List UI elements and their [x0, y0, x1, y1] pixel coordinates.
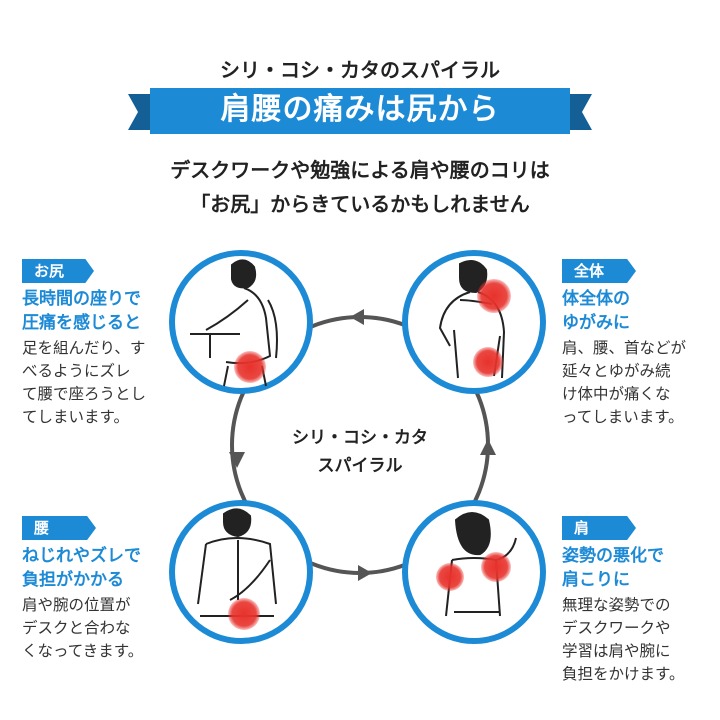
- pain-spot-waist: [228, 598, 260, 630]
- tag-zentai: 全体: [562, 259, 636, 283]
- title-banner: [128, 88, 592, 134]
- heading-zentai-line: ゆがみに: [562, 313, 630, 333]
- heading-oshiri-line: 長時間の座りで: [22, 289, 141, 309]
- pain-spot-lower-back: [473, 347, 503, 377]
- body-kata: 無理な姿勢での デスクワークや 学習は肩や腕に 負担をかけます。: [562, 594, 712, 686]
- heading-kata-line: 姿勢の悪化で: [562, 546, 664, 566]
- body-oshiri-line: てしまいます。: [22, 408, 129, 426]
- heading-koshi-line: ねじれやズレで: [22, 546, 141, 566]
- body-oshiri: 足を組んだり、す べるようにズレ て腰で座ろうとし てしまいます。: [22, 337, 172, 429]
- center-label-line-1: シリ・コシ・カタ: [292, 428, 428, 448]
- body-kata-line: 負担をかけます。: [562, 665, 685, 683]
- intro-line-1: デスクワークや勉強による肩や腰のコリは: [170, 158, 550, 182]
- body-zentai-line: 延々とゆがみ続: [562, 362, 671, 380]
- heading-kata: 姿勢の悪化で 肩こりに: [562, 544, 712, 592]
- arrow-top-icon: [350, 309, 364, 325]
- pain-spot-neck: [481, 552, 511, 582]
- body-koshi-line: くなってきます。: [22, 642, 144, 660]
- arrow-bottom-icon: [358, 565, 372, 581]
- center-label: シリ・コシ・カタ スパイラル: [270, 424, 450, 480]
- body-oshiri-line: て腰で座ろうとし: [22, 385, 147, 403]
- heading-oshiri-line: 圧痛を感じると: [22, 313, 141, 333]
- body-kata-line: 無理な姿勢での: [562, 596, 671, 614]
- banner-body: [150, 88, 570, 134]
- subtitle: シリ・コシ・カタのスパイラル: [220, 58, 500, 82]
- heading-koshi: ねじれやズレで 負担がかかる: [22, 544, 172, 592]
- section-kata: 肩 姿勢の悪化で 肩こりに 無理な姿勢での デスクワークや 学習は肩や腕に 負担…: [562, 516, 712, 686]
- body-zentai: 肩、腰、首などが 延々とゆがみ続 け体中が痛くな ってしまいます。: [562, 337, 712, 429]
- heading-zentai-line: 体全体の: [562, 289, 630, 309]
- body-zentai-line: 肩、腰、首などが: [562, 339, 687, 357]
- illustration-oshiri: [169, 250, 313, 394]
- center-label-line-2: スパイラル: [317, 456, 403, 476]
- section-oshiri: お尻 長時間の座りで 圧痛を感じると 足を組んだり、す べるようにズレ て腰で座…: [22, 259, 172, 429]
- body-zentai-line: ってしまいます。: [562, 408, 684, 426]
- heading-koshi-line: 負担がかかる: [22, 570, 124, 590]
- page-title: 肩腰の痛みは尻から: [220, 92, 500, 127]
- body-kata-line: デスクワークや: [562, 619, 671, 637]
- body-koshi-line: デスクと合わな: [22, 619, 131, 637]
- intro-line-2: 「お尻」からきているかもしれません: [190, 192, 530, 216]
- pain-spot-left-shoulder: [436, 563, 464, 591]
- body-oshiri-line: 足を組んだり、す: [22, 339, 146, 357]
- heading-kata-line: 肩こりに: [562, 570, 630, 590]
- illustration-zentai: [402, 250, 546, 394]
- body-oshiri-line: べるようにズレ: [22, 362, 131, 380]
- body-kata-line: 学習は肩や腕に: [562, 642, 671, 660]
- tag-koshi: 腰: [22, 516, 96, 540]
- arrow-right-icon: [480, 439, 496, 455]
- section-zentai: 全体 体全体の ゆがみに 肩、腰、首などが 延々とゆがみ続 け体中が痛くな って…: [562, 259, 712, 429]
- illustration-kata: [402, 500, 546, 644]
- pain-spot-hip: [234, 351, 266, 383]
- pain-spot-shoulder: [477, 279, 511, 313]
- arrow-left-icon: [229, 452, 245, 468]
- tag-oshiri: お尻: [22, 259, 94, 283]
- body-zentai-line: け体中が痛くな: [562, 385, 671, 403]
- section-koshi: 腰 ねじれやズレで 負担がかかる 肩や腕の位置が デスクと合わな くなってきます…: [22, 516, 172, 663]
- heading-zentai: 体全体の ゆがみに: [562, 287, 712, 335]
- body-koshi-line: 肩や腕の位置が: [22, 596, 131, 614]
- illustration-koshi: [169, 500, 313, 644]
- body-koshi: 肩や腕の位置が デスクと合わな くなってきます。: [22, 594, 172, 663]
- tag-kata: 肩: [562, 516, 636, 540]
- heading-oshiri: 長時間の座りで 圧痛を感じると: [22, 287, 172, 335]
